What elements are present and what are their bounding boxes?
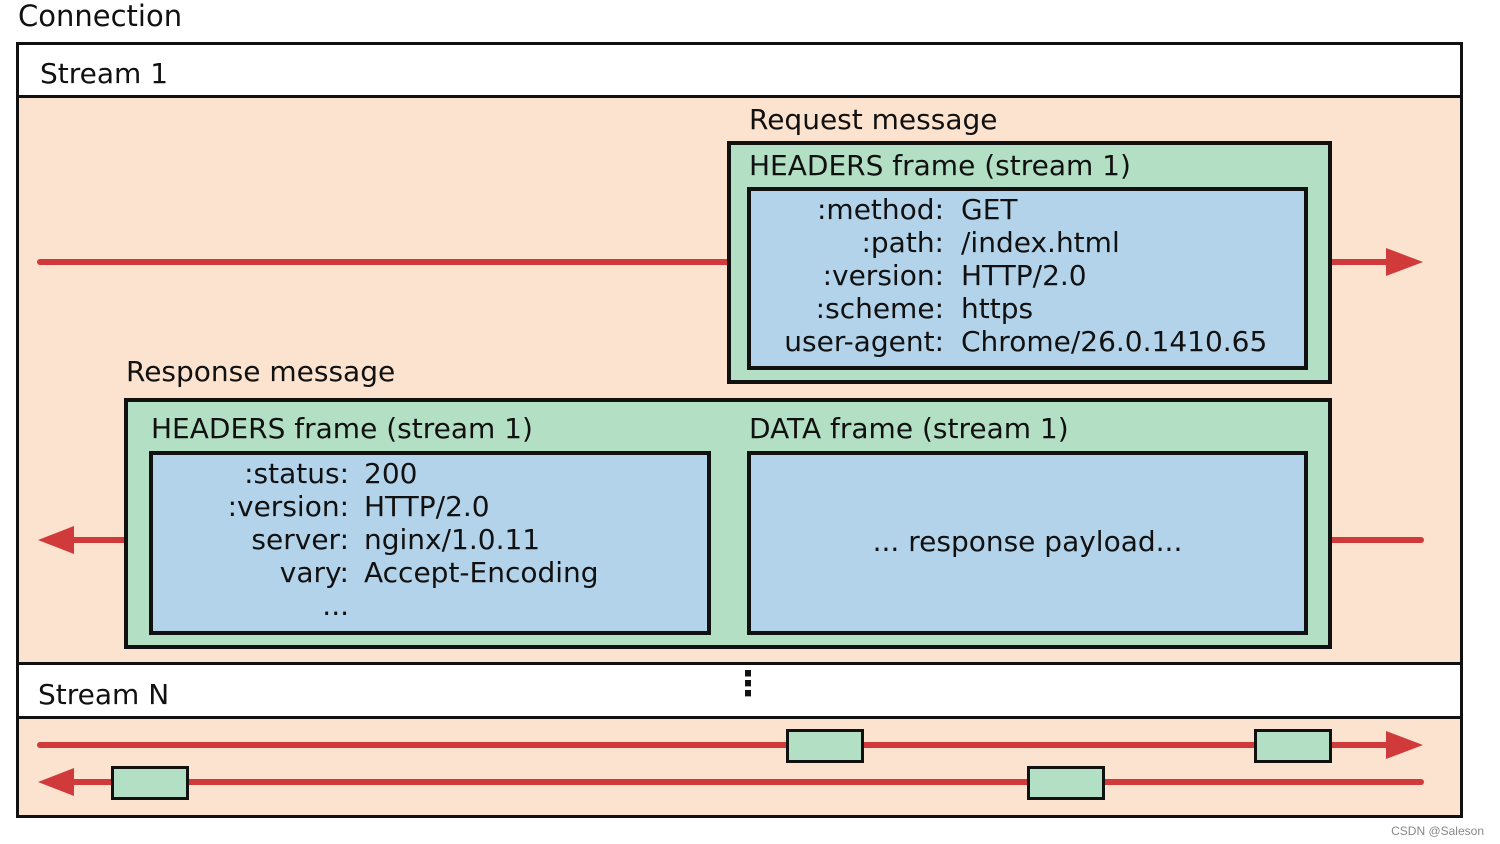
header-key: ...: [322, 589, 349, 622]
stream-n-frame: [1254, 729, 1332, 763]
stream-n-frame: [111, 766, 189, 800]
header-value: HTTP/2.0: [364, 490, 490, 523]
response-header-row: ...: [153, 592, 707, 622]
stream-n-header: Stream N ⋮: [16, 662, 1463, 719]
header-key: :scheme:: [815, 292, 944, 325]
header-key: :path:: [861, 226, 944, 259]
response-payload: ... response payload...: [872, 525, 1183, 558]
connection-title: Connection: [18, 0, 183, 33]
header-value: https: [961, 292, 1034, 325]
stream-1-label: Stream 1: [40, 57, 169, 90]
response-header-row: :version: HTTP/2.0: [153, 493, 707, 523]
request-headers-frame: HEADERS frame (stream 1) :method: GET :p…: [727, 141, 1332, 384]
response-header-row: server: nginx/1.0.11: [153, 526, 707, 556]
header-value: /index.html: [961, 226, 1120, 259]
request-header-row: user-agent: Chrome/26.0.1410.65: [751, 328, 1304, 358]
header-value: Chrome/26.0.1410.65: [961, 325, 1268, 358]
watermark: CSDN @Saleson: [1391, 824, 1484, 838]
request-header-row: :path: /index.html: [751, 229, 1304, 259]
header-value: 200: [364, 457, 418, 490]
stream-n-frame: [1027, 766, 1105, 800]
header-value: nginx/1.0.11: [364, 523, 541, 556]
response-header-row: :status: 200: [153, 460, 707, 490]
request-message-label: Request message: [749, 103, 998, 136]
stream-n-frame: [786, 729, 864, 763]
response-message-label: Response message: [126, 355, 396, 388]
response-headers-frame-title: HEADERS frame (stream 1): [151, 412, 533, 445]
response-headers-block: :status: 200 :version: HTTP/2.0 server: …: [149, 451, 711, 635]
stream-n-label: Stream N: [38, 678, 170, 711]
header-value: Accept-Encoding: [364, 556, 599, 589]
header-key: :version:: [227, 490, 349, 523]
header-value: GET: [961, 193, 1018, 226]
header-key: user-agent:: [784, 325, 944, 358]
header-value: HTTP/2.0: [961, 259, 1087, 292]
request-header-row: :method: GET: [751, 196, 1304, 226]
header-key: vary:: [279, 556, 349, 589]
header-key: server:: [251, 523, 349, 556]
vertical-ellipsis-icon: ⋮: [731, 664, 765, 704]
header-key: :version:: [822, 259, 944, 292]
data-frame-block: ... response payload...: [747, 451, 1308, 635]
response-header-row: vary: Accept-Encoding: [153, 559, 707, 589]
stream-1-header: Stream 1: [16, 42, 1463, 98]
header-key: :method:: [817, 193, 944, 226]
request-headers-block: :method: GET :path: /index.html :version…: [747, 187, 1308, 370]
request-header-row: :version: HTTP/2.0: [751, 262, 1304, 292]
request-headers-frame-title: HEADERS frame (stream 1): [749, 149, 1131, 182]
data-frame-title: DATA frame (stream 1): [749, 412, 1069, 445]
header-key: :status:: [244, 457, 349, 490]
response-frames: HEADERS frame (stream 1) :status: 200 :v…: [124, 398, 1332, 649]
request-header-row: :scheme: https: [751, 295, 1304, 325]
